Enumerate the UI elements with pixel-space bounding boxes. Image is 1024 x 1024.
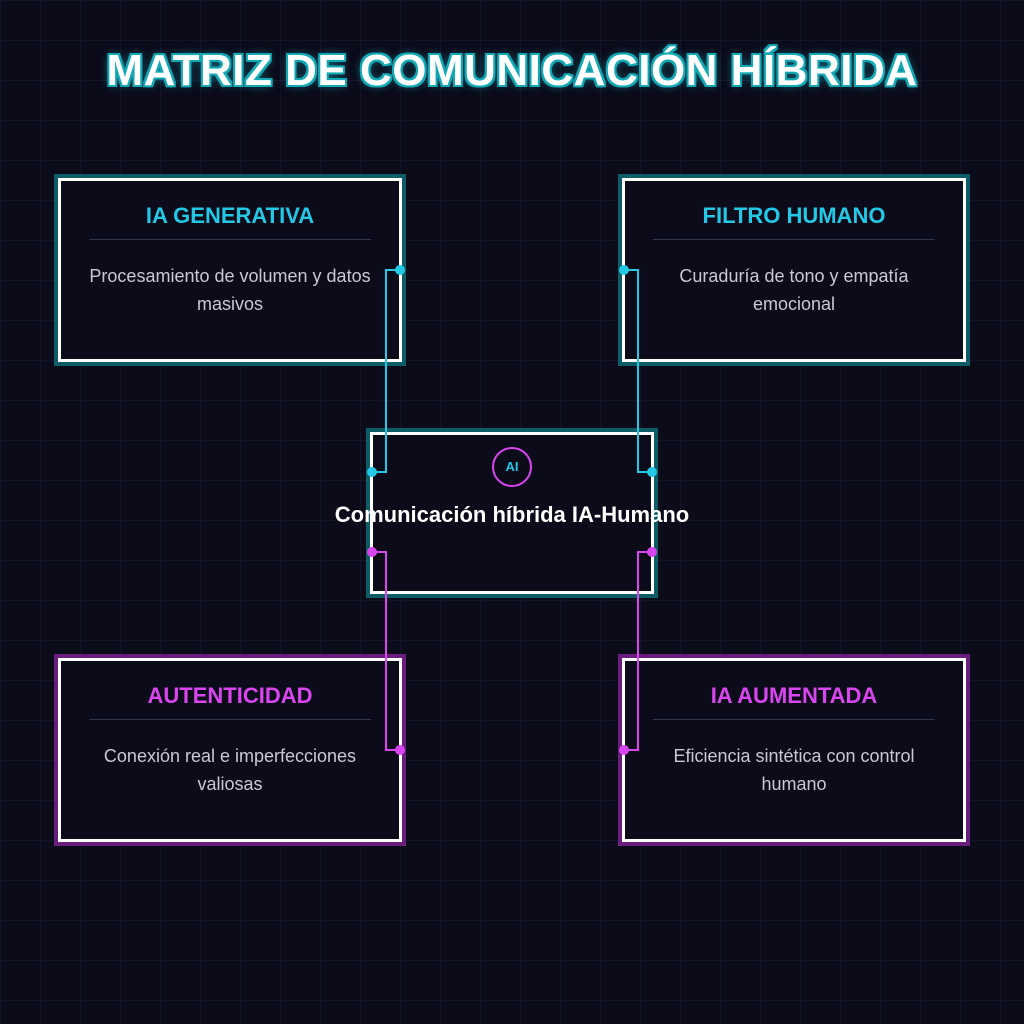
center-node-label: Comunicación híbrida IA-Humano [334, 502, 690, 527]
card-title: IA GENERATIVA [89, 203, 371, 240]
card-autenticidad: AUTENTICIDAD Conexión real e imperfeccio… [54, 654, 406, 846]
card-inner: AUTENTICIDAD Conexión real e imperfeccio… [58, 658, 402, 842]
card-ia-generativa: IA GENERATIVA Procesamiento de volumen y… [54, 174, 406, 366]
card-description: Curaduría de tono y empatía emocional [679, 266, 909, 314]
card-description: Conexión real e imperfecciones valiosas [103, 746, 357, 794]
card-inner: FILTRO HUMANO Curaduría de tono y empatí… [622, 178, 966, 362]
card-title: FILTRO HUMANO [653, 203, 935, 240]
card-inner: IA AUMENTADA Eficiencia sintética con co… [622, 658, 966, 842]
card-filtro-humano: FILTRO HUMANO Curaduría de tono y empatí… [618, 174, 970, 366]
card-title: IA AUMENTADA [653, 683, 935, 720]
card-description: Procesamiento de volumen y datos masivos [89, 266, 371, 314]
card-description: Eficiencia sintética con control humano [673, 746, 915, 794]
ai-badge-icon: AI [492, 447, 532, 487]
card-inner: IA GENERATIVA Procesamiento de volumen y… [58, 178, 402, 362]
card-ia-aumentada: IA AUMENTADA Eficiencia sintética con co… [618, 654, 970, 846]
page-title: MATRIZ DE COMUNICACIÓN HÍBRIDA [106, 46, 918, 95]
card-title: AUTENTICIDAD [89, 683, 371, 720]
